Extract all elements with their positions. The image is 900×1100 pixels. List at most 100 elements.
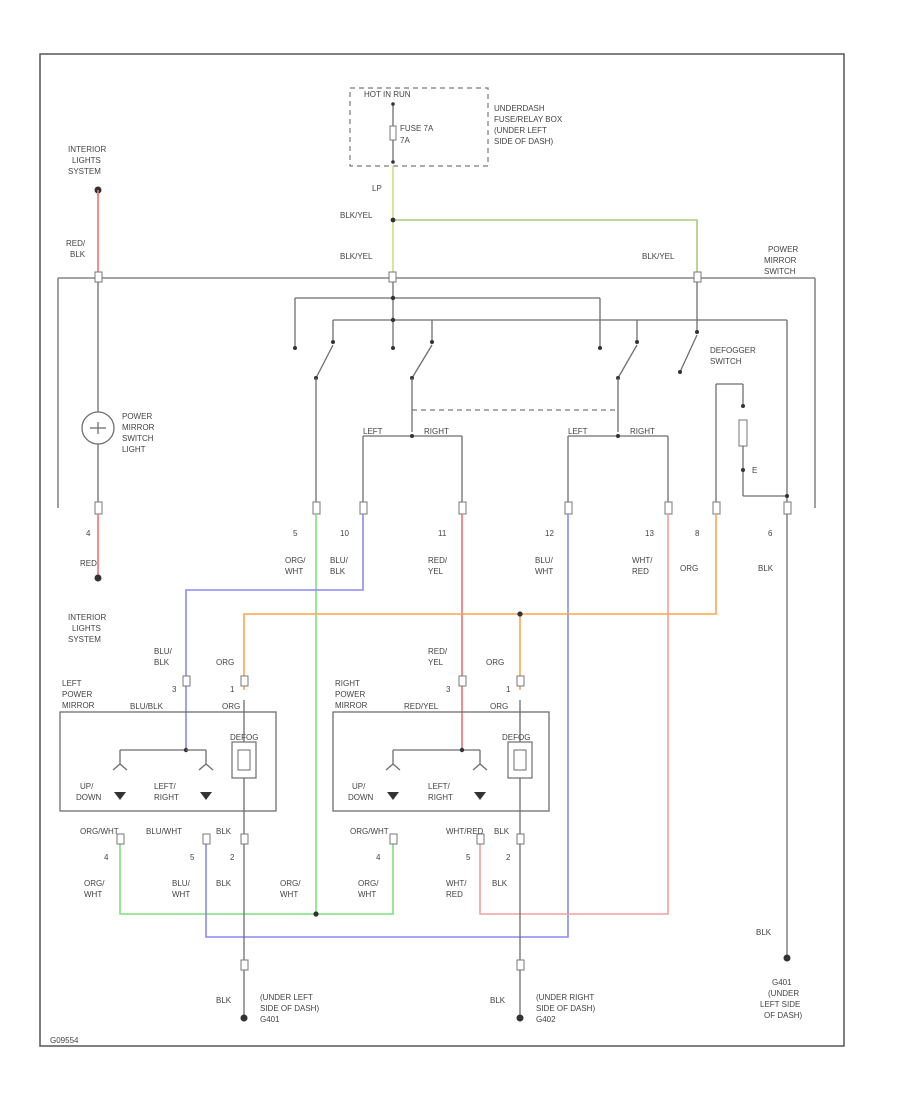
- wire-red-yel-1: RED/: [428, 556, 448, 565]
- figure-id: G09554: [50, 1036, 79, 1045]
- fuse-box-hot-label: HOT IN RUN: [364, 90, 411, 99]
- switch-right-b: RIGHT: [630, 427, 655, 436]
- ground-mid-3: G402: [536, 1015, 556, 1024]
- defogger-switch-1: DEFOGGER: [710, 346, 756, 355]
- right-power-mirror: [332, 675, 550, 845]
- left-up-down-1: UP/: [80, 782, 94, 791]
- ground-left: [240, 959, 249, 1022]
- interior-top-2: LIGHTS: [72, 156, 101, 165]
- power-mirror-switch-body: [57, 271, 816, 515]
- left-left-right-1: LEFT/: [154, 782, 177, 791]
- fuse-box: [349, 87, 489, 167]
- wire-org-wht-mirrors: [119, 838, 394, 915]
- fuse-box-desc-4: SIDE OF DASH): [494, 137, 553, 146]
- wire-wht-red-2: RED: [632, 567, 649, 576]
- power-mirror-switch-3: SWITCH: [764, 267, 796, 276]
- wire-org-label: ORG: [680, 564, 698, 573]
- red-blk-1: RED/: [66, 239, 86, 248]
- pin-11: 11: [438, 529, 447, 538]
- left-pin-3: 3: [172, 685, 177, 694]
- switch-right-a: RIGHT: [424, 427, 449, 436]
- left-bottom-orgwht: ORG/WHT: [80, 827, 119, 836]
- wire-blu-blk-1: BLU/: [330, 556, 349, 565]
- right-inner-redyel: RED/YEL: [404, 702, 439, 711]
- ground-right-2: (UNDER: [768, 989, 799, 998]
- right-mirror-3: MIRROR: [335, 701, 368, 710]
- ground-right-4: OF DASH): [764, 1011, 803, 1020]
- low-wht-red-2: RED: [446, 890, 463, 899]
- fuse-box-desc-2: FUSE/RELAY BOX: [494, 115, 563, 124]
- pin-8: 8: [695, 529, 700, 538]
- switch-light-2: MIRROR: [122, 423, 155, 432]
- interior-top-3: SYSTEM: [68, 167, 101, 176]
- right-bottom-blk: BLK: [494, 827, 510, 836]
- right-red-yel-2: YEL: [428, 658, 444, 667]
- wire-blu-blk: [185, 514, 364, 750]
- wire-blu-wht: [205, 514, 569, 938]
- interior-bottom-1: INTERIOR: [68, 613, 106, 622]
- interior-top-1: INTERIOR: [68, 145, 106, 154]
- low-blk-a: BLK: [216, 879, 232, 888]
- power-mirror-switch-1: POWER: [768, 245, 798, 254]
- right-pin-3: 3: [446, 685, 451, 694]
- right-mirror-1: RIGHT: [335, 679, 360, 688]
- red-blk-2: BLK: [70, 250, 86, 259]
- ground-right-3: LEFT SIDE: [760, 1000, 800, 1009]
- low-org-wht-c-1: ORG/: [358, 879, 379, 888]
- low-blu-wht-2: WHT: [172, 890, 190, 899]
- fuse-box-desc-1: UNDERDASH: [494, 104, 545, 113]
- wire-blk-yel-branch: [393, 219, 698, 273]
- right-bottom-orgwht: ORG/WHT: [350, 827, 389, 836]
- pin-6: 6: [768, 529, 773, 538]
- pin-13: 13: [645, 529, 654, 538]
- right-bottom-whtred: WHT/RED: [446, 827, 484, 836]
- right-left-right-1: LEFT/: [428, 782, 451, 791]
- diagram-frame: [39, 53, 845, 1047]
- wire-org-wht-2: WHT: [285, 567, 303, 576]
- right-pin-4: 4: [376, 853, 381, 862]
- right-red-yel-1: RED/: [428, 647, 448, 656]
- ground-left-1: (UNDER LEFT: [260, 993, 313, 1002]
- fuse-label: FUSE 7A: [400, 124, 434, 133]
- low-org-wht-b-1: ORG/: [280, 879, 301, 888]
- left-inner-blublk: BLU/BLK: [130, 702, 164, 711]
- power-mirror-switch-2: MIRROR: [764, 256, 797, 265]
- left-left-right-2: RIGHT: [154, 793, 179, 802]
- wire-blk-label: BLK: [758, 564, 774, 573]
- switch-left-a: LEFT: [363, 427, 383, 436]
- left-blu-blk-1: BLU/: [154, 647, 173, 656]
- left-mirror-1: LEFT: [62, 679, 82, 688]
- interior-bottom-3: SYSTEM: [68, 635, 101, 644]
- right-pin-5: 5: [466, 853, 471, 862]
- blk-yel-top-label: BLK/YEL: [340, 211, 373, 220]
- left-bottom-bluwht: BLU/WHT: [146, 827, 182, 836]
- wire-org-wht-1: ORG/: [285, 556, 306, 565]
- low-org-wht-b-2: WHT: [280, 890, 298, 899]
- lp-label: LP: [372, 184, 382, 193]
- low-blu-wht-1: BLU/: [172, 879, 191, 888]
- fuse-box-desc-3: (UNDER LEFT: [494, 126, 547, 135]
- ground-mid-blk: BLK: [490, 996, 506, 1005]
- defogger-switch-2: SWITCH: [710, 357, 742, 366]
- ground-mid-1: (UNDER RIGHT: [536, 993, 594, 1002]
- wire-wht-red-1: WHT/: [632, 556, 653, 565]
- right-pin-1: 1: [506, 685, 511, 694]
- blk-yel-right-label: BLK/YEL: [642, 252, 675, 261]
- ground-right-terminal: [783, 954, 791, 962]
- fuse-amp-label: 7A: [400, 136, 410, 145]
- pin-5: 5: [293, 529, 298, 538]
- interior-bottom-2: LIGHTS: [72, 624, 101, 633]
- left-up-down-2: DOWN: [76, 793, 102, 802]
- right-up-down-2: DOWN: [348, 793, 374, 802]
- right-pin-2: 2: [506, 853, 511, 862]
- wire-org-trunk: [243, 514, 717, 690]
- left-pin-4: 4: [104, 853, 109, 862]
- ground-right-1: G401: [772, 978, 792, 987]
- switch-light-3: SWITCH: [122, 434, 154, 443]
- left-power-mirror: [59, 675, 277, 845]
- low-blk-b: BLK: [492, 879, 508, 888]
- ground-left-3: G401: [260, 1015, 280, 1024]
- left-mirror-2: POWER: [62, 690, 92, 699]
- right-inner-org: ORG: [490, 702, 508, 711]
